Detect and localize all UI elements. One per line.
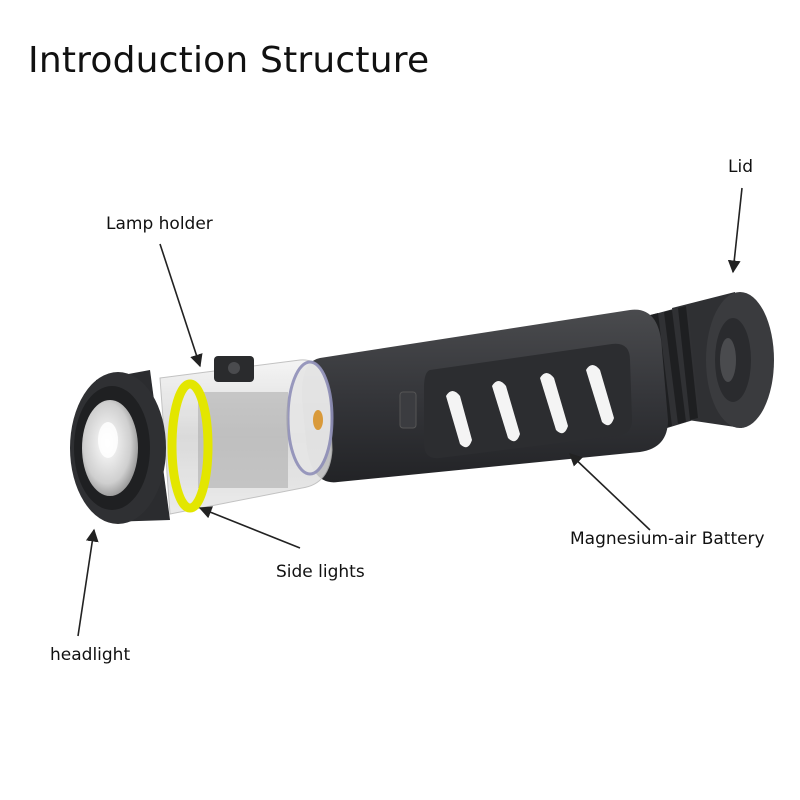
battery-body: [301, 309, 668, 483]
arrow-lamp-holder: [159, 243, 203, 368]
arrow-battery: [569, 453, 651, 531]
arrow-side-lights: [198, 506, 301, 549]
label-lid: Lid: [728, 157, 753, 177]
label-lamp-holder: Lamp holder: [106, 214, 213, 234]
label-headlight: headlight: [50, 645, 131, 665]
arrow-lid: [727, 187, 743, 274]
side-lights-ring: [167, 379, 213, 513]
leader-arrows: [77, 187, 743, 637]
page-title: Introduction Structure: [28, 40, 430, 81]
label-side-lights: Side lights: [276, 562, 365, 582]
label-magnesium-air-battery: Magnesium-air Battery: [570, 529, 765, 549]
vent-slots: [446, 365, 614, 448]
arrow-headlight: [77, 528, 99, 637]
headlight-part: [70, 370, 170, 524]
lamp-holder-part: [159, 356, 334, 515]
